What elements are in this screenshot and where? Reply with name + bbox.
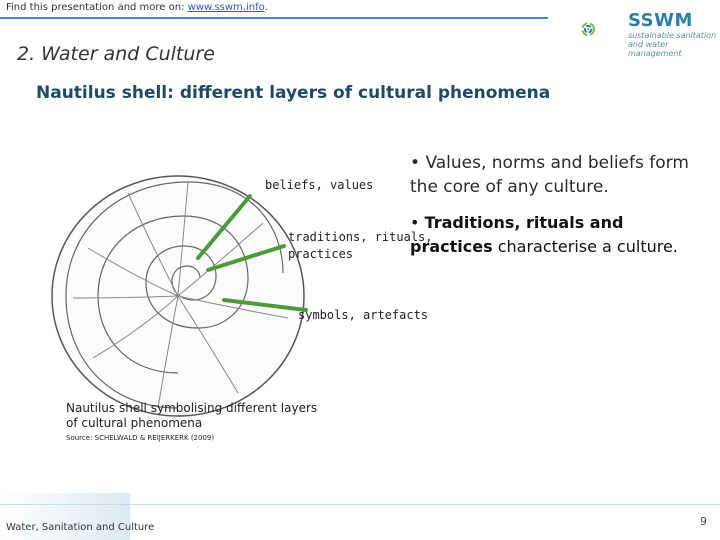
bullet-traditions-bold: Traditions, rituals and practices xyxy=(410,213,624,256)
top-note: Find this presentation and more on: www.… xyxy=(6,2,268,13)
label-traditions: traditions, rituals, practices xyxy=(288,229,433,263)
bullet-marker: • xyxy=(410,153,421,173)
sswm-logo-icon xyxy=(581,22,596,37)
find-text: Find this presentation and more on: xyxy=(6,2,188,13)
label-beliefs: beliefs, values xyxy=(265,178,374,192)
nautilus-shell-illustration xyxy=(51,175,308,417)
pointer-traditions xyxy=(206,244,286,272)
footer-band xyxy=(0,493,130,540)
label-traditions-line2: practices xyxy=(288,247,354,261)
sswm-link[interactable]: www.sswm.info xyxy=(187,2,265,13)
section-title: 2. Water and Culture xyxy=(17,43,215,65)
footer-divider xyxy=(0,504,720,505)
bullet-values: • Values, norms and beliefs form the cor… xyxy=(410,151,710,199)
footer-title: Water, Sanitation and Culture xyxy=(6,522,155,533)
logo-tagline-line1: sustainable sanitation xyxy=(628,31,717,40)
slide-subtitle: Nautilus shell: different layers of cult… xyxy=(36,83,551,103)
link-suffix: . xyxy=(264,2,268,13)
label-symbols: symbols, artefacts xyxy=(298,308,429,322)
figure-source: Source: SCHELWALD & REIJERKERK (2009) xyxy=(66,434,215,442)
logo-tagline-line2: and water management xyxy=(628,40,682,58)
caption-line1: Nautilus shell symbolising different lay… xyxy=(66,401,318,415)
logo-wordmark: SSWM xyxy=(628,10,693,31)
figure-caption: Nautilus shell symbolising different lay… xyxy=(66,401,317,431)
page-number: 9 xyxy=(700,515,707,528)
bullet-marker: • xyxy=(410,213,420,232)
bullet-traditions-rest: characterise a culture. xyxy=(492,237,678,256)
header-divider xyxy=(0,17,548,19)
logo-tagline: sustainable sanitation and water managem… xyxy=(628,31,720,58)
bullet-traditions: • Traditions, rituals and practices char… xyxy=(410,211,710,259)
pointer-symbols xyxy=(222,298,308,312)
caption-line2: of cultural phenomena xyxy=(66,416,203,430)
pointer-beliefs xyxy=(196,194,252,260)
label-traditions-line1: traditions, rituals, xyxy=(288,230,433,244)
bullet-values-text: Values, norms and beliefs form the core … xyxy=(410,153,689,197)
